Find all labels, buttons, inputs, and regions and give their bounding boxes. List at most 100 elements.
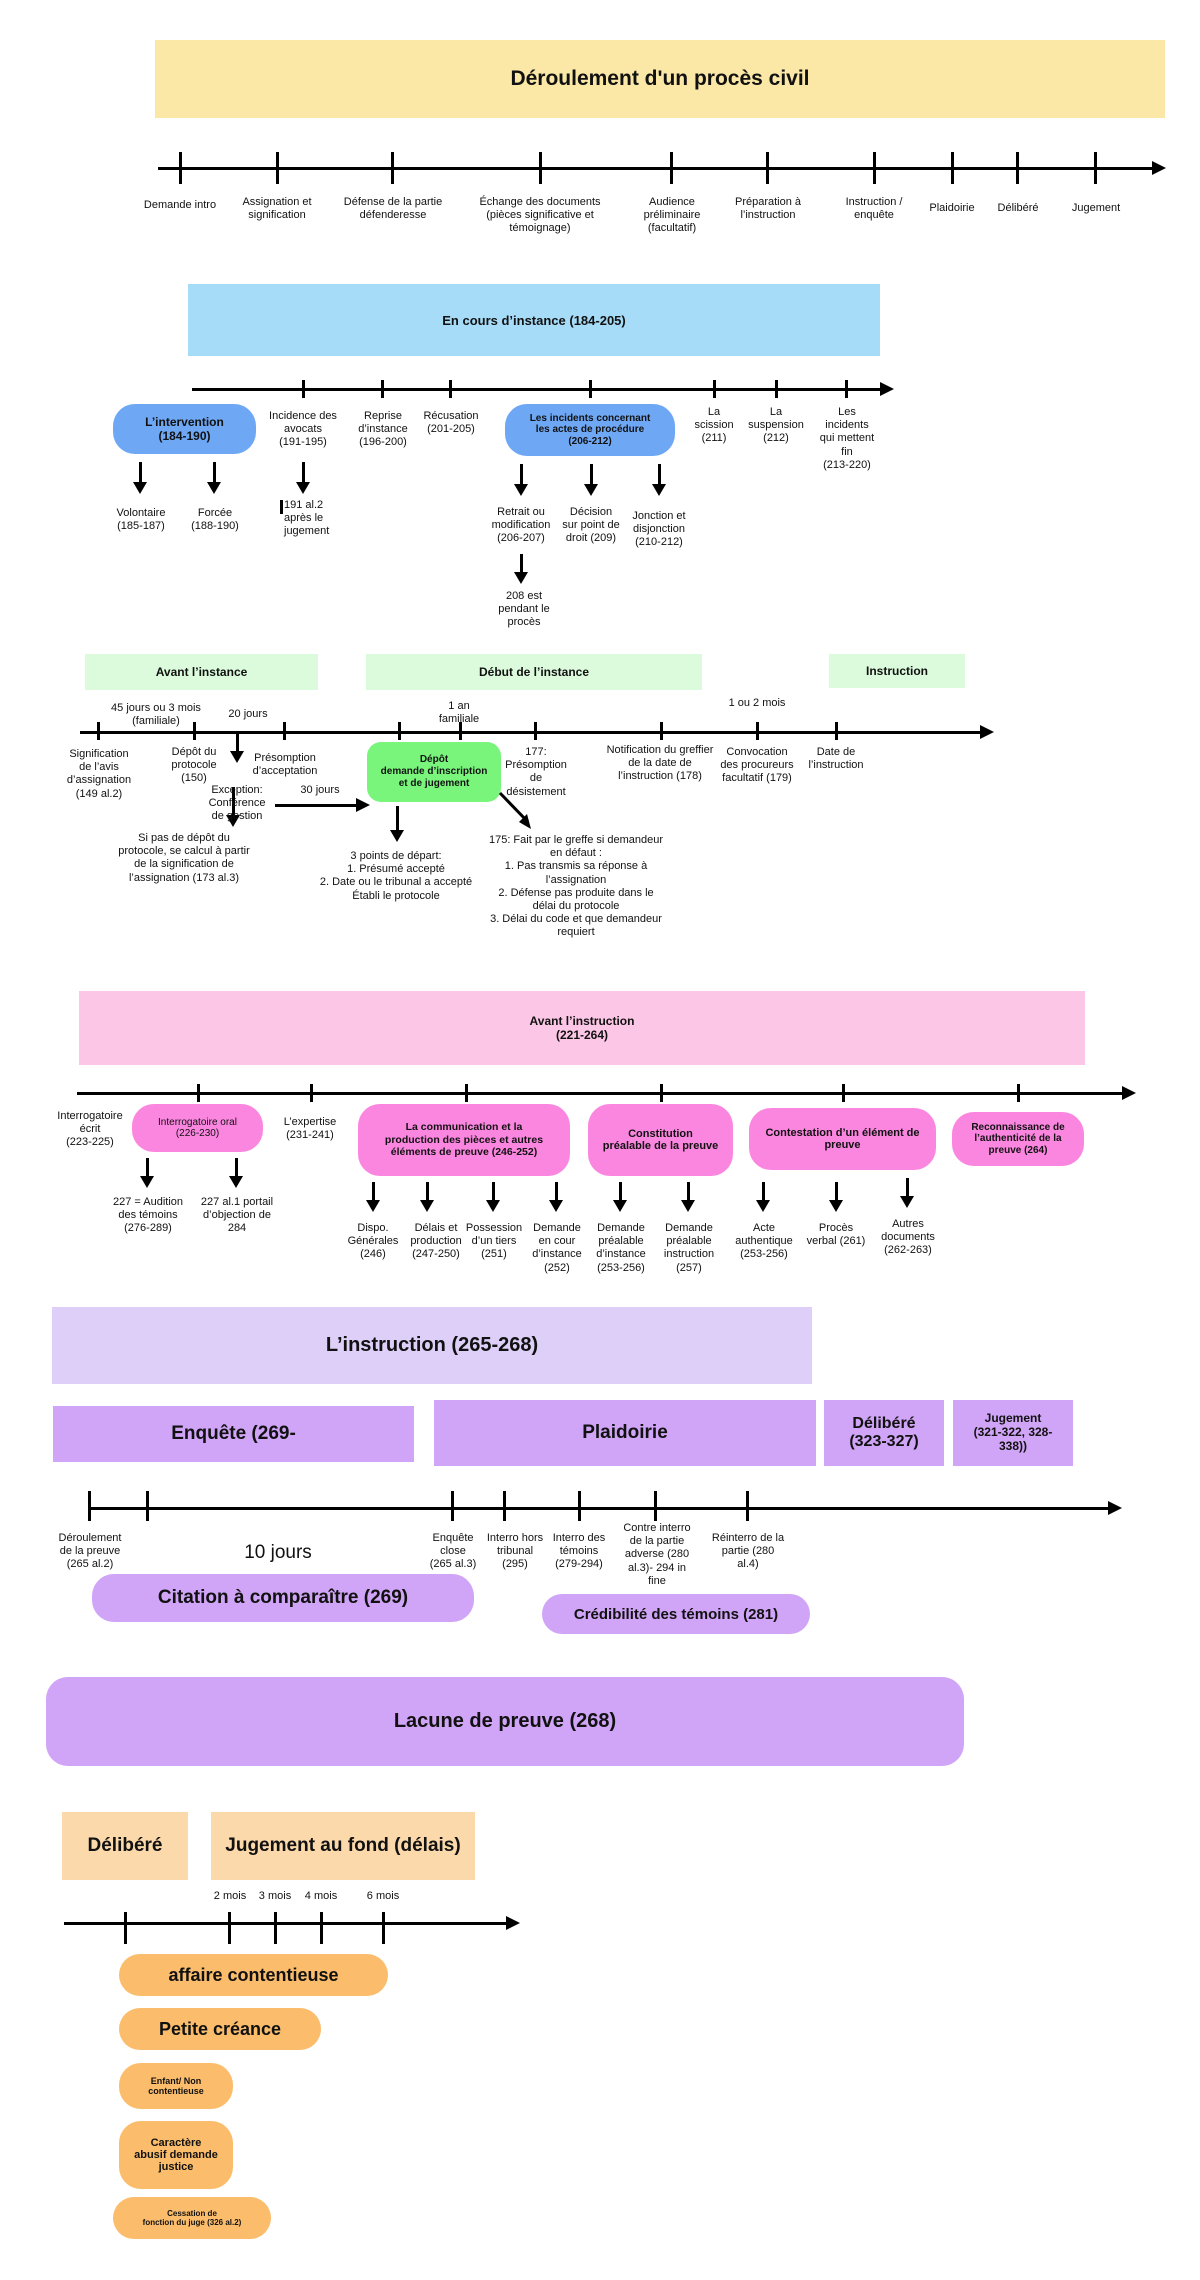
credibilite-box: Crédibilité des témoins (281) bbox=[542, 1594, 810, 1634]
timeline-6-tick bbox=[382, 1912, 385, 1944]
art175-label: 175: Fait par le greffe si demandeur en … bbox=[488, 834, 664, 939]
forcee-label: Forcée (188-190) bbox=[191, 507, 239, 533]
arrow-down bbox=[420, 1182, 434, 1212]
caractere-abusif-box: Caractère abusif demande justice bbox=[119, 2121, 233, 2189]
arrow-down bbox=[133, 462, 147, 494]
stage-label: Échange des documents (pièces significat… bbox=[479, 196, 601, 235]
reprise-instance-label: Reprise d’instance (196-200) bbox=[358, 410, 408, 449]
interrogatoire-oral-box: Interrogatoire oral (226-230) bbox=[132, 1104, 263, 1152]
arrow-down bbox=[230, 731, 244, 763]
stage-label: Audience préliminaire (facultatif) bbox=[643, 196, 701, 235]
tick-label-6-mois: 6 mois bbox=[366, 1890, 400, 1902]
timeline-3-tick bbox=[756, 722, 759, 740]
timeline-6-tick bbox=[320, 1912, 323, 1944]
delibere-title: Délibéré (323-327) bbox=[849, 1414, 919, 1450]
stage-label: Instruction / enquête bbox=[845, 196, 903, 222]
arrow-down bbox=[390, 806, 404, 842]
affaire-contentieuse-box: affaire contentieuse bbox=[119, 1954, 388, 1996]
timeline-5-tick bbox=[503, 1491, 506, 1521]
incidents-box: Les incidents concernant les actes de pr… bbox=[505, 404, 675, 456]
interrogatoire-oral-label: Interrogatoire oral (226-230) bbox=[158, 1117, 237, 1139]
timeline-1-tick bbox=[391, 152, 394, 184]
constitution-label: Constitution préalable de la preuve bbox=[602, 1128, 719, 1152]
art191-label: 191 al.2 après le jugement bbox=[284, 499, 330, 538]
tick-label-3-mois: 3 mois bbox=[258, 1890, 292, 1902]
timeline-5-arrowhead bbox=[1108, 1501, 1122, 1515]
sub-label: Acte authentique (253-256) bbox=[735, 1222, 793, 1261]
stage-label: Préparation à l’instruction bbox=[734, 196, 802, 222]
arrow-down bbox=[229, 1158, 243, 1188]
arrow-down bbox=[296, 462, 310, 494]
timeline-5-tick bbox=[654, 1491, 657, 1521]
contre-interro-label: Contre interro de la partie adverse (280… bbox=[623, 1522, 691, 1587]
sub-label: Demande préalable d’instance (253-256) bbox=[596, 1222, 646, 1274]
enquete-close-label: Enquête close (265 al.3) bbox=[429, 1532, 477, 1571]
jugement-banner: Jugement (321-322, 328- 338)) bbox=[953, 1400, 1073, 1466]
delay-45-label: 45 jours ou 3 mois (familiale) bbox=[111, 702, 201, 728]
timeline-6-tick bbox=[228, 1912, 231, 1944]
lacune-box: Lacune de preuve (268) bbox=[46, 1677, 964, 1766]
jugement-title: Jugement (321-322, 328- 338)) bbox=[973, 1411, 1053, 1453]
avant-instruction-banner: Avant l’instruction (221-264) bbox=[79, 991, 1085, 1065]
jonction-label: Jonction et disjonction (210-212) bbox=[632, 510, 686, 549]
stage-label: Plaidoirie bbox=[929, 202, 975, 214]
timeline-5-tick bbox=[88, 1491, 91, 1521]
citation-label: Citation à comparaître (269) bbox=[157, 1587, 409, 1608]
instruction-banner: Instruction bbox=[829, 654, 965, 688]
delay-1an-label: 1 an familiale bbox=[438, 700, 480, 726]
timeline-4 bbox=[77, 1092, 1127, 1095]
delay-30-label: 30 jours bbox=[300, 784, 340, 796]
art191-marker bbox=[280, 500, 283, 514]
incidents-label: Les incidents concernant les actes de pr… bbox=[529, 412, 651, 447]
timeline-2-tick bbox=[775, 380, 778, 398]
timeline-2-tick bbox=[845, 380, 848, 398]
arrow-down bbox=[756, 1182, 770, 1212]
arrow-down bbox=[207, 462, 221, 494]
sub-label: Délais et production (247-250) bbox=[410, 1222, 462, 1261]
communication-box: La communication et la production des pi… bbox=[358, 1104, 570, 1176]
sub-label: Demande préalable instruction (257) bbox=[663, 1222, 715, 1274]
main-title-banner: Déroulement d'un procès civil bbox=[155, 40, 1165, 118]
timeline-3-tick bbox=[534, 722, 537, 740]
delay-1-2-mois-label: 1 ou 2 mois bbox=[728, 697, 786, 709]
date-instruction-label: Date de l’instruction bbox=[808, 746, 864, 772]
contestation-box: Contestation d’un élément de preuve bbox=[749, 1108, 936, 1170]
avant-instance-banner: Avant l’instance bbox=[85, 654, 318, 690]
timeline-3-arrowhead bbox=[980, 725, 994, 739]
timeline-5-tick bbox=[746, 1491, 749, 1521]
arrow-down bbox=[226, 787, 240, 827]
depot-protocole-label: Dépôt du protocole (150) bbox=[171, 746, 217, 785]
retrait-label: Retrait ou modification (206-207) bbox=[491, 506, 551, 545]
deroulement-label: Déroulement de la preuve (265 al.2) bbox=[58, 1532, 122, 1571]
recusation-label: Récusation (201-205) bbox=[423, 410, 479, 436]
timeline-3-tick bbox=[283, 722, 286, 740]
arrow-down bbox=[514, 464, 528, 496]
avant-instruction-title: Avant l’instruction (221-264) bbox=[529, 1014, 635, 1042]
timeline-3-tick bbox=[660, 722, 663, 740]
timeline-6-arrowhead bbox=[506, 1916, 520, 1930]
arrow-down bbox=[652, 464, 666, 496]
depot-demande-label: Dépôt demande d’inscription et de jugeme… bbox=[380, 754, 488, 789]
depot-demande-box: Dépôt demande d’inscription et de jugeme… bbox=[367, 742, 501, 802]
art177-label: 177: Présomption de désistement bbox=[505, 746, 567, 798]
timeline-2-arrowhead bbox=[880, 382, 894, 396]
timeline-1-tick bbox=[276, 152, 279, 184]
dix-jours-label: 10 jours bbox=[244, 1542, 312, 1563]
timeline-4-tick bbox=[197, 1084, 200, 1102]
timeline-4-tick bbox=[1017, 1084, 1020, 1102]
decision-label: Décision sur point de droit (209) bbox=[562, 506, 620, 545]
contestation-label: Contestation d’un élément de preuve bbox=[765, 1127, 920, 1151]
timeline-1-tick bbox=[179, 152, 182, 184]
timeline-5-tick bbox=[578, 1491, 581, 1521]
timeline-2-tick bbox=[381, 380, 384, 398]
stage-label: Assignation et signification bbox=[242, 196, 312, 222]
timeline-2 bbox=[192, 388, 884, 391]
debut-instance-banner: Début de l’instance bbox=[366, 654, 702, 690]
arrow-down bbox=[613, 1182, 627, 1212]
timeline-3 bbox=[80, 731, 984, 734]
stage-label: Délibéré bbox=[997, 202, 1039, 214]
jugement-fond-title: Jugement au fond (délais) bbox=[225, 1835, 461, 1856]
timeline-1-arrowhead bbox=[1152, 161, 1166, 175]
arrow-30-jours-head bbox=[356, 798, 370, 812]
